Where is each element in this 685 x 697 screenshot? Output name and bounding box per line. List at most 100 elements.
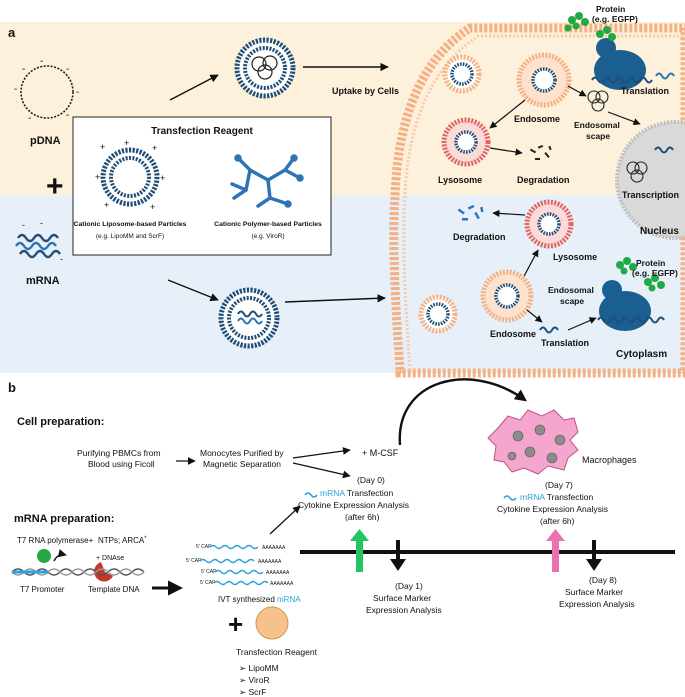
svg-text:+: +	[160, 173, 165, 183]
arrow-mcsf-to-macrophages	[398, 378, 527, 446]
arrow-endosome-to-escape-b	[526, 309, 543, 323]
arrow-mono-to-day0	[292, 462, 351, 479]
svg-text:-: -	[14, 84, 17, 95]
lipo-name: Cationic Liposome-based Particles	[74, 221, 187, 228]
svg-text:5' CAP: 5' CAP	[201, 569, 217, 575]
mcsf-label: + M-CSF	[362, 448, 399, 458]
cationic-liposome: + + + + + + +	[95, 138, 165, 212]
nucleus-shape	[615, 120, 685, 240]
arrow-lysosome-to-degradation	[489, 147, 523, 156]
panel-a-label: a	[8, 25, 16, 40]
transcription-label: Transcription	[622, 190, 679, 200]
svg-text:-: -	[28, 113, 31, 124]
svg-text:5' CAP: 5' CAP	[200, 580, 216, 586]
top-protein-2: (e.g. EGFP)	[592, 14, 638, 24]
top-endosome-shape	[516, 52, 572, 108]
day1-surface: Surface Marker	[373, 593, 431, 603]
bottom-lysosome-shape	[524, 199, 574, 249]
svg-text:AAAAAAA: AAAAAAA	[258, 559, 282, 565]
cationic-polymer	[230, 154, 304, 208]
pbmc-line-2: Blood using Ficoll	[88, 459, 155, 469]
top-protein-cluster	[564, 12, 616, 41]
svg-text:-: -	[40, 56, 43, 67]
bottom-ribosome-mrna	[597, 316, 665, 324]
bottom-released-mrna	[539, 326, 559, 334]
reagent-box-title: Transfection Reagent	[151, 126, 253, 137]
day0-label: (Day 0)	[357, 475, 385, 485]
bottom-translation-label: Translation	[541, 338, 589, 348]
dnase-icon	[94, 562, 113, 582]
reagent-list: ➢ LipoMM ➢ ViroR ➢ ScrF	[239, 663, 279, 697]
top-ribosome-mrna-2	[655, 72, 675, 80]
pbmc-line-1: Purifying PBMCs from	[77, 448, 161, 458]
svg-text:5' CAP: 5' CAP	[186, 558, 202, 564]
ivt-label: IVT synthesized mRNA	[218, 595, 301, 604]
arrow-to-pdna-complex	[169, 74, 219, 101]
bottom-protein-1: Protein	[636, 258, 665, 268]
arrow-escape-to-nucleus	[607, 111, 641, 126]
macrophages-label: Macrophages	[582, 455, 637, 465]
arrow-endosome-to-lysosome-b	[521, 249, 539, 281]
arrow-mono-to-mcsf	[292, 447, 351, 459]
top-endosome-label: Endosome	[514, 114, 560, 124]
day7-transfection: mRNA Transfection	[520, 492, 593, 502]
bottom-ribosome	[599, 280, 651, 331]
arrow-ivt-to-transfection	[269, 505, 301, 535]
template-dna-icon	[11, 568, 145, 576]
day0-mrna-icon	[304, 492, 318, 498]
svg-text:AAAAAAA: AAAAAAA	[262, 545, 286, 551]
cytoplasm-label: Cytoplasm	[616, 349, 667, 360]
day7-after: (after 6h)	[540, 516, 575, 526]
day0-green-arrow	[350, 529, 369, 572]
bottom-degradation-label: Degradation	[453, 232, 506, 242]
day1-label: (Day 1)	[395, 581, 423, 591]
svg-text:+: +	[150, 202, 155, 212]
t7-promoter-label: T7 Promoter	[20, 585, 65, 594]
svg-text:-: -	[66, 110, 69, 121]
reagent-plus: +	[228, 609, 243, 639]
bottom-lysosome-label: Lysosome	[553, 252, 597, 262]
nucleus-label: Nucleus	[640, 226, 679, 237]
top-lysosome-shape	[441, 117, 491, 167]
day8-label: (Day 8)	[589, 575, 617, 585]
cell-membrane-inner	[402, 34, 685, 371]
svg-text:-: -	[76, 87, 79, 98]
svg-text:-: -	[40, 218, 43, 228]
top-endosomal-2: scape	[586, 131, 610, 141]
day7-cytokine: Cytokine Expression Analysis	[497, 504, 608, 514]
pdna-label: pDNA	[30, 135, 61, 147]
reagent-item-2: ➢ ViroR	[239, 675, 270, 685]
top-degradation-fragments	[529, 145, 552, 160]
top-entering-vesicle	[442, 54, 482, 94]
poly-example: (e.g. ViroR)	[251, 233, 284, 240]
arrow-uptake-bottom	[284, 294, 386, 303]
day7-mrna-icon	[503, 495, 517, 501]
macrophages-illustration	[487, 409, 579, 475]
top-endosomal-1: Endosomal	[574, 120, 620, 130]
svg-text:+: +	[124, 138, 129, 148]
day7-label: (Day 7)	[545, 480, 573, 490]
reagent-particle-icon	[255, 606, 289, 640]
day8-surface: Surface Marker	[565, 587, 623, 597]
day0-cytokine: Cytokine Expression Analysis	[298, 500, 409, 510]
bottom-endosome-shape	[480, 269, 534, 323]
svg-text:-: -	[22, 220, 25, 230]
t7-polymerase-icon	[37, 549, 51, 563]
plus-sign: +	[46, 170, 64, 203]
svg-text:+: +	[95, 172, 100, 182]
ivt-mrna-strands: 5' CAP AAAAAAA 5' CAP AAAAAAA 5' CAP AAA…	[186, 544, 294, 587]
arrow-lysosome-to-degradation-b	[492, 209, 526, 217]
dnase-label: + DNAse	[96, 555, 124, 562]
bottom-protein-2: (e.g. EGFP)	[632, 268, 678, 278]
top-protein-1: Protein	[596, 4, 625, 14]
t7-polymerase-label: T7 RNA polymerase+	[17, 536, 94, 545]
svg-text:+: +	[152, 143, 157, 153]
top-translation-label: Translation	[621, 86, 669, 96]
day8-down-arrow	[586, 540, 602, 571]
top-degradation-label: Degradation	[517, 175, 570, 185]
bottom-endosomal-1: Endosomal	[548, 285, 594, 295]
arrow-to-mrna-complex	[167, 279, 219, 302]
ntps-label: NTPs; ARCA*	[98, 536, 147, 545]
svg-text:+: +	[100, 142, 105, 152]
